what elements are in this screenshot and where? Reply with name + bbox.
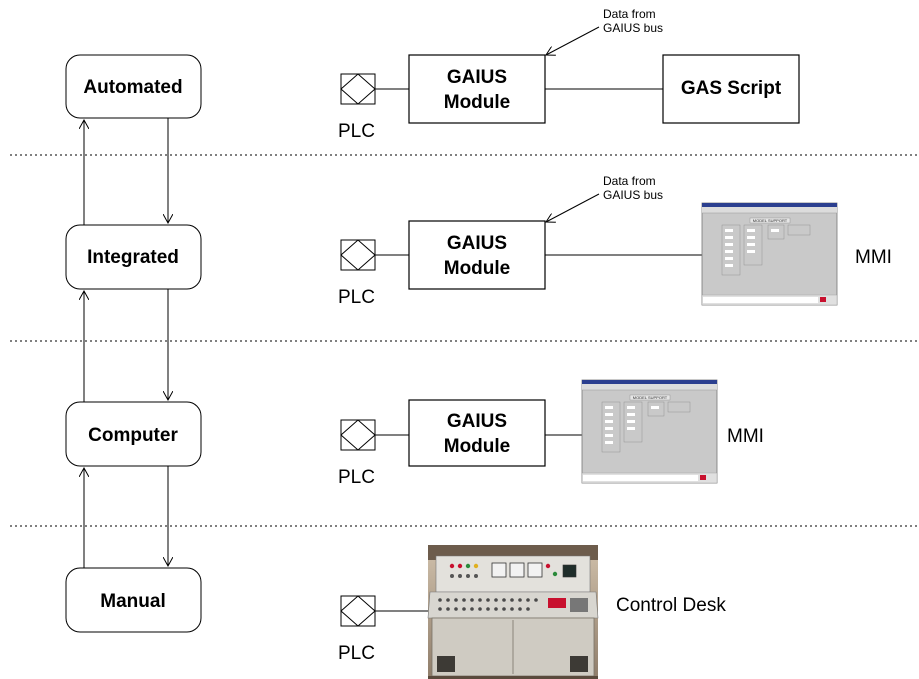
level-label: Computer	[88, 425, 178, 446]
data-arrow	[546, 193, 600, 222]
module-label-line1: GAIUS	[447, 233, 507, 254]
plc-icon	[340, 73, 376, 105]
level-computer: Computer	[65, 401, 202, 467]
level-automated: Automated	[65, 54, 202, 119]
plc-label: PLC	[338, 467, 375, 488]
mmi-screenshot: MODEL SUPPORT	[701, 202, 838, 306]
mmi-screen-title: MODEL SUPPORT	[633, 395, 668, 400]
data-note-line1: Data from	[603, 7, 656, 21]
module-label-line2: Module	[444, 92, 511, 113]
level-integrated: Integrated	[65, 224, 202, 290]
data-arrow	[546, 26, 600, 55]
module-label-line2: Module	[444, 258, 511, 279]
plc-icon	[340, 595, 376, 627]
level-label: Automated	[83, 77, 182, 98]
plc-label: PLC	[338, 121, 375, 142]
level-manual: Manual	[65, 567, 202, 633]
module-label-line1: GAIUS	[447, 67, 507, 88]
data-note-line2: GAIUS bus	[603, 188, 663, 202]
plc-icon	[340, 239, 376, 271]
gaius-module-box: GAIUS Module	[408, 399, 546, 467]
mmi-screen-title: MODEL SUPPORT	[753, 218, 788, 223]
gaius-module-box: GAIUS Module	[408, 220, 546, 290]
mmi-label: MMI	[727, 426, 764, 447]
plc-label: PLC	[338, 287, 375, 308]
module-label-line1: GAIUS	[447, 411, 507, 432]
gaius-module-box: GAIUS Module	[408, 54, 546, 124]
data-note-line1: Data from	[603, 174, 656, 188]
mmi-label: MMI	[855, 247, 892, 268]
gas-script-label: GAS Script	[681, 78, 782, 99]
level-label: Manual	[100, 591, 165, 612]
control-desk-image	[427, 545, 599, 679]
level-label: Integrated	[87, 247, 179, 268]
gas-script-box: GAS Script	[662, 54, 800, 124]
plc-label: PLC	[338, 643, 375, 664]
module-label-line2: Module	[444, 436, 511, 457]
plc-icon	[340, 419, 376, 451]
control-desk-label: Control Desk	[616, 595, 726, 616]
mmi-screenshot: MODEL SUPPORT	[581, 379, 718, 484]
data-note-line2: GAIUS bus	[603, 21, 663, 35]
